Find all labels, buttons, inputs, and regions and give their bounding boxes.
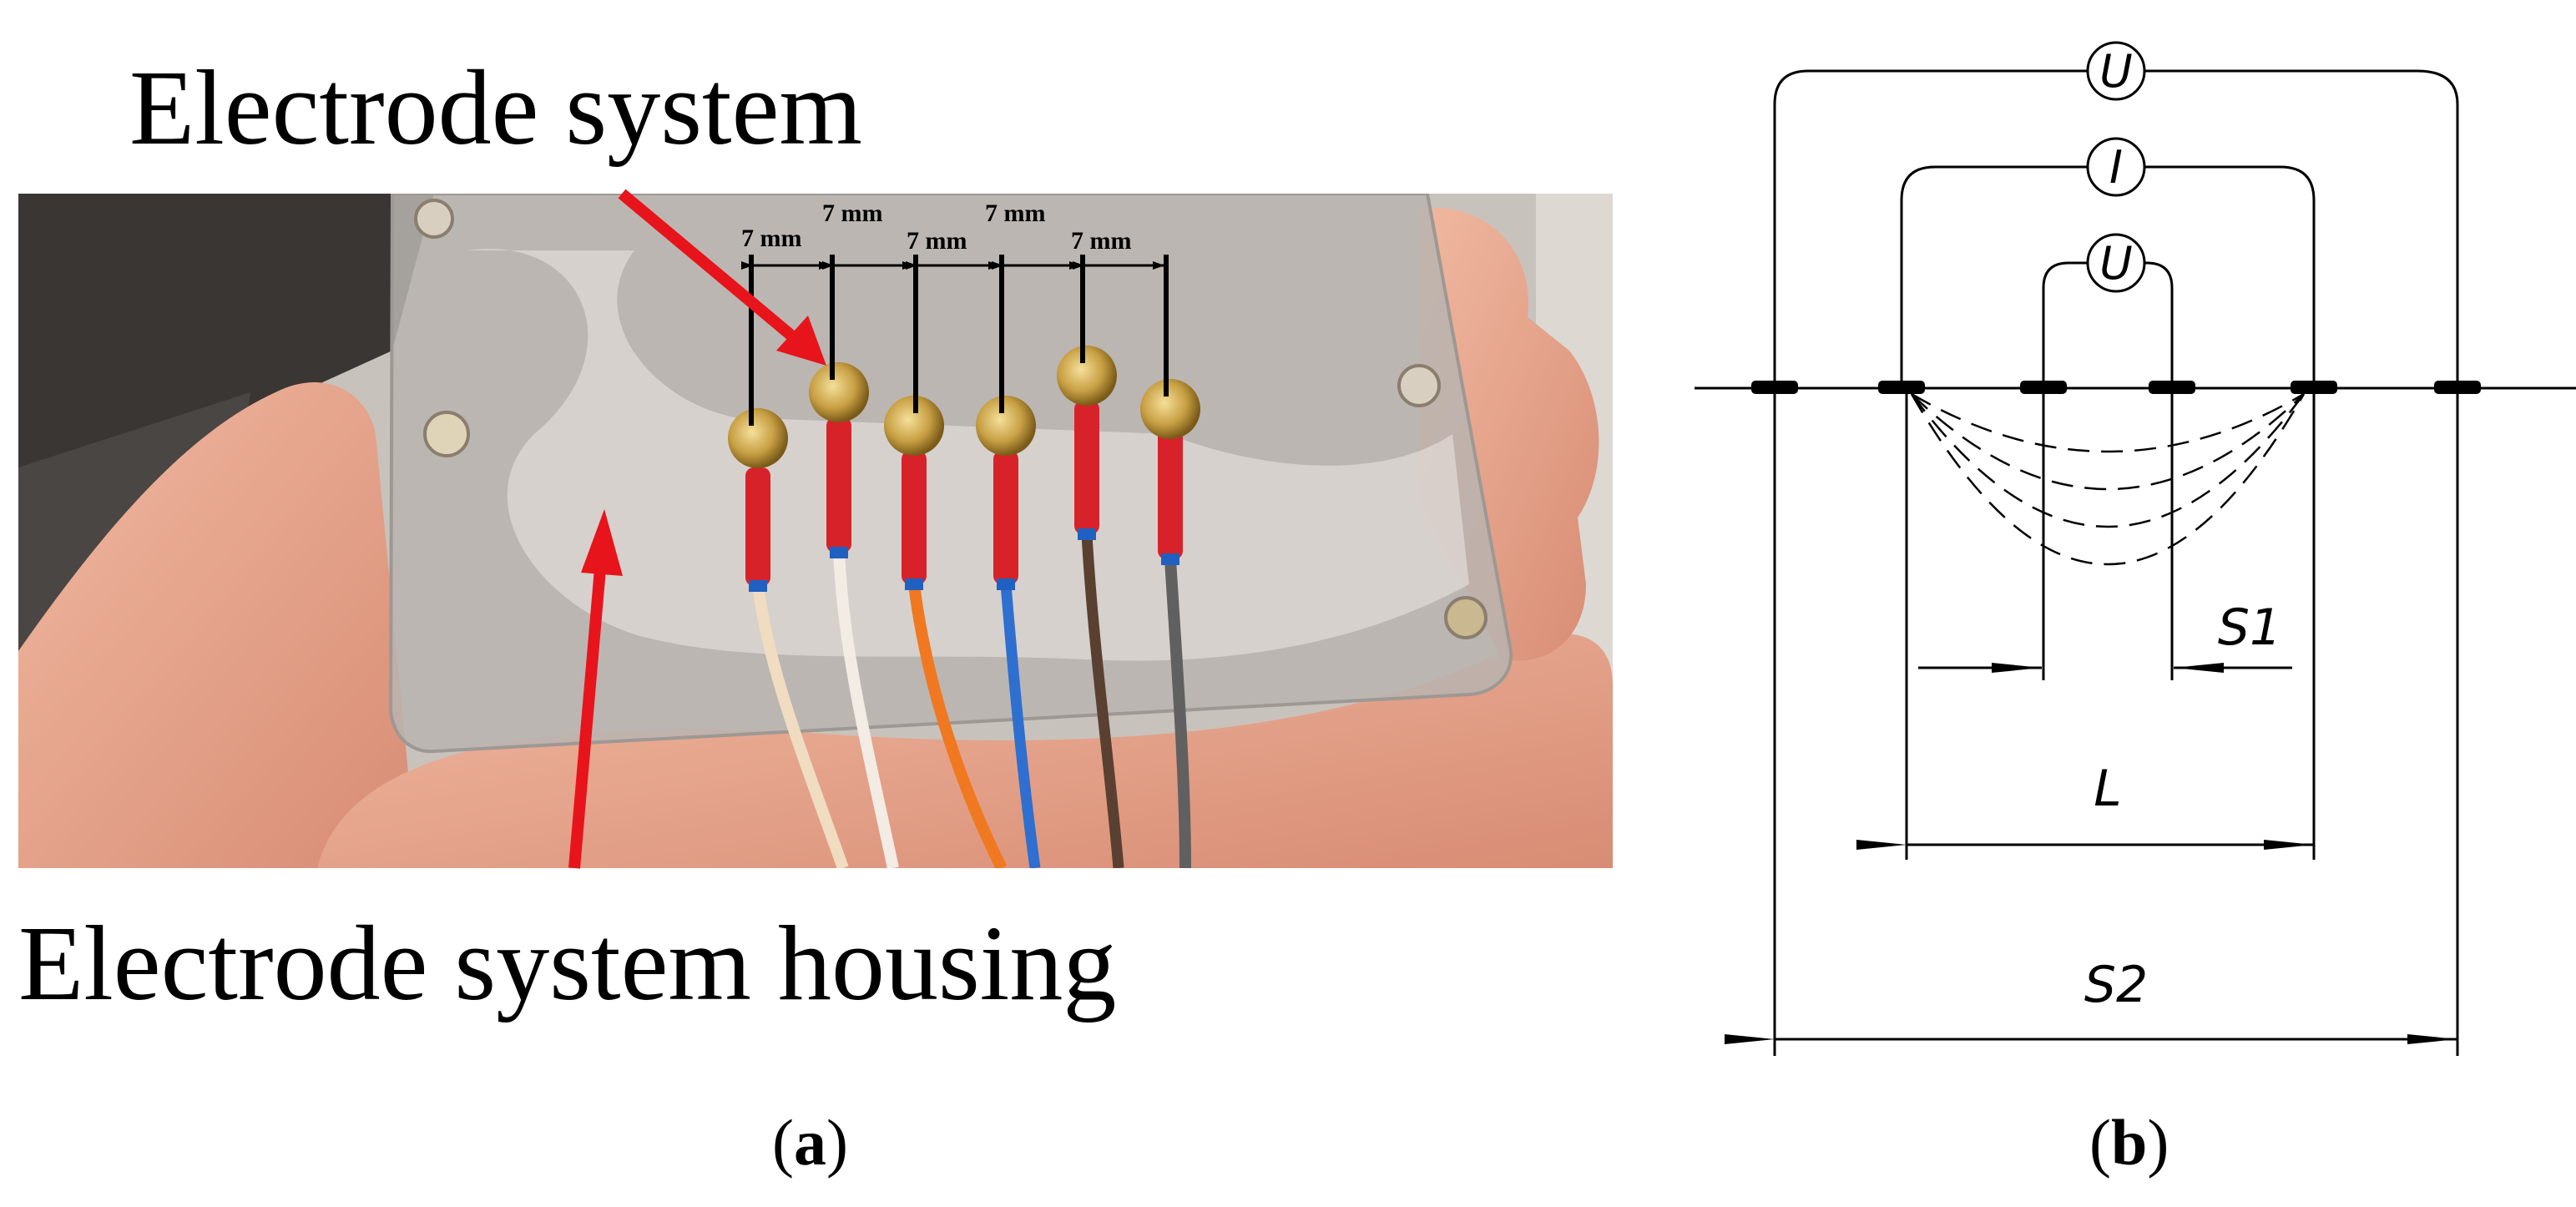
electrode-ring: [830, 547, 848, 558]
electrode-sleeve: [745, 467, 770, 586]
spacing-label: 7 mm: [907, 227, 967, 255]
electrode-ring: [905, 578, 923, 590]
hand: [18, 382, 417, 868]
meter-label-outer-u: U: [2099, 45, 2133, 98]
hand-palm: [317, 634, 1613, 868]
red-arrow-housing: [568, 509, 623, 869]
electrode-housing-label: Electrode system housing: [18, 904, 1117, 1023]
electrode-sleeve: [1074, 401, 1099, 534]
spacing-label: 7 mm: [822, 199, 882, 227]
wire: [908, 583, 1008, 868]
meter-label-i: I: [2109, 141, 2123, 194]
electrode-markers: [749, 255, 1169, 426]
caption-close-paren: ): [2147, 1106, 2169, 1179]
caption-open-paren: (: [772, 1106, 794, 1179]
electrode-head: [976, 396, 1036, 456]
electrode-head: [809, 362, 869, 422]
electrode-head: [884, 396, 944, 456]
wire: [1164, 558, 1191, 868]
red-arrow-electrode-system: [618, 189, 826, 366]
background-object: [18, 194, 434, 467]
electrode-sleeve: [826, 417, 851, 553]
wire: [1081, 533, 1124, 868]
caption-letter: a: [793, 1106, 826, 1179]
dim-label-s1: S1: [2218, 598, 2281, 657]
electrode-sleeve: [902, 451, 927, 584]
spacing-label: 7 mm: [1071, 227, 1131, 255]
dim-label-s2: S2: [2084, 956, 2148, 1014]
wire: [833, 550, 899, 868]
meter-label-inner-u: U: [2099, 237, 2133, 290]
caption-letter: b: [2110, 1106, 2148, 1179]
dim-label-l: L: [2094, 760, 2121, 818]
panel-b-caption: (b): [2089, 1110, 2169, 1175]
wire: [1000, 583, 1041, 868]
electrode-head: [728, 408, 788, 468]
schematic-panel: [1695, 41, 2576, 1056]
electrode-ring: [1078, 528, 1096, 540]
electrode-sleeve: [1158, 426, 1183, 559]
electrode-ring: [997, 578, 1015, 590]
electrode-system-label: Electrode system: [129, 48, 862, 167]
electrode-ring: [749, 580, 767, 592]
ammeter: [2086, 137, 2146, 197]
voltmeter-inner: [2086, 233, 2146, 293]
electrode-head: [1057, 346, 1117, 406]
wire: [752, 583, 849, 868]
photo-panel: 7 mm 7 mm 7 mm 7 mm 7 mm: [18, 189, 1613, 869]
plate-frost: [467, 249, 1469, 661]
spacing-label: 7 mm: [741, 225, 801, 252]
outer-voltage-loop: [1773, 69, 2459, 388]
spacing-label: 7 mm: [985, 199, 1045, 227]
field-lines: [1910, 392, 2306, 566]
caption-open-paren: (: [2089, 1106, 2111, 1179]
plate-screw: [1397, 364, 1441, 407]
electrode-head: [1140, 379, 1200, 439]
voltmeter-outer: [2086, 41, 2146, 101]
plate-screw: [1444, 596, 1488, 639]
electrode-sleeve: [993, 451, 1018, 584]
caption-close-paren: ): [826, 1106, 848, 1179]
electrode-ring: [1161, 553, 1179, 565]
plate-screw: [414, 199, 454, 239]
panel-a-caption: (a): [772, 1110, 848, 1175]
plate-screw: [423, 411, 470, 457]
